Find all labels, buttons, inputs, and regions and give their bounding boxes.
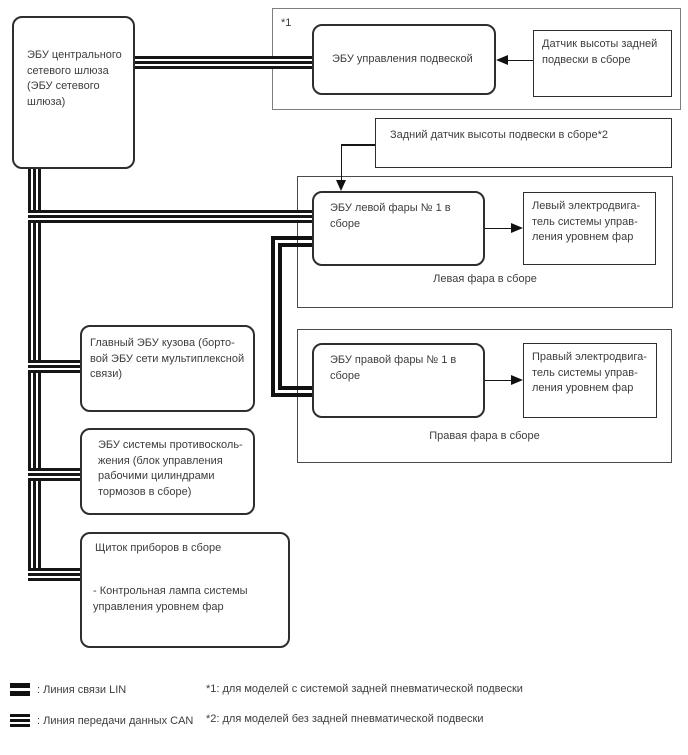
left-leveling-motor-box: Левый электродвига- тель системы управ- … [523,192,656,265]
rear-height-sensor2-label: Задний датчик высоты подвески в сборе*2 [390,129,608,141]
can-line-legend-symbol [10,714,30,727]
rear-height-sensor2-box: Задний датчик высоты подвески в сборе*2 [375,118,672,168]
can-line-left-headlamp [28,210,312,223]
arrowhead-left-ecu-to-motor [511,222,523,233]
can-line-skid-control-ecu [28,468,80,481]
instrument-cluster-title: Щиток приборов в сборе [95,542,222,554]
can-legend-label: : Линия передачи данных CAN [37,715,194,727]
arrowhead-right-ecu-to-motor [511,374,523,385]
skid-control-ecu-box: ЭБУ системы противосколь- жения (блок уп… [80,428,255,515]
can-line-gateway-suspension [135,56,312,69]
footnote-star1: *1: для моделей с системой задней пневма… [206,683,523,695]
main-body-ecu-label: Главный ЭБУ кузова (борто- вой ЭБУ сети … [90,337,245,380]
arrow-line-sensor2-vertical [340,144,342,181]
lin-legend-label: : Линия связи LIN [37,684,127,696]
skid-control-ecu-label: ЭБУ системы противосколь- жения (блок уп… [98,439,243,498]
gateway-ecu-label: ЭБУ центрального сетевого шлюза (ЭБУ сет… [27,49,122,108]
lin-line-legend-symbol [10,683,30,696]
right-leveling-motor-label: Правый электродвига- тель системы управ-… [532,351,647,394]
left-headlamp-caption: Левая фара в сборе [433,273,537,285]
gateway-ecu-box: ЭБУ центрального сетевого шлюза (ЭБУ сет… [12,16,135,169]
arrow-line-right-ecu-to-motor [485,379,512,381]
arrow-line-sensor2-horizontal [341,144,375,146]
can-line-main-body-ecu [28,360,80,373]
instrument-cluster-box: Щиток приборов в сборе - Контрольная лам… [80,532,290,648]
footnote-star2: *2: для моделей без задней пневматическо… [206,713,484,725]
suspension-ecu-box: ЭБУ управления подвеской [312,24,496,95]
instrument-cluster-note: - Контрольная лампа системы управления у… [93,585,248,613]
can-bus-vertical [28,169,41,581]
arrow-line-left-ecu-to-motor [485,227,512,229]
group-tag-star1: *1 [281,17,292,29]
lin-line-headlamps [271,236,312,397]
arrowhead-sensor-to-suspension [496,54,508,65]
left-headlamp-ecu-label: ЭБУ левой фары № 1 в сборе [330,202,451,230]
can-line-instrument-cluster [28,568,80,581]
rear-height-sensor-label: Датчик высоты задней подвески в сборе [542,38,658,66]
rear-height-sensor-box: Датчик высоты задней подвески в сборе [533,30,672,97]
right-leveling-motor-box: Правый электродвига- тель системы управ-… [523,343,657,418]
suspension-ecu-label: ЭБУ управления подвеской [332,53,473,65]
right-headlamp-caption: Правая фара в сборе [429,430,540,442]
left-leveling-motor-label: Левый электродвига- тель системы управ- … [532,200,641,243]
left-headlamp-ecu-box: ЭБУ левой фары № 1 в сборе [312,191,485,266]
main-body-ecu-box: Главный ЭБУ кузова (борто- вой ЭБУ сети … [80,325,255,412]
right-headlamp-ecu-box: ЭБУ правой фары № 1 в сборе [312,343,485,418]
arrowhead-sensor2-to-left-ecu [335,180,346,191]
arrow-line-sensor-to-suspension [506,59,533,61]
right-headlamp-ecu-label: ЭБУ правой фары № 1 в сборе [330,354,457,382]
